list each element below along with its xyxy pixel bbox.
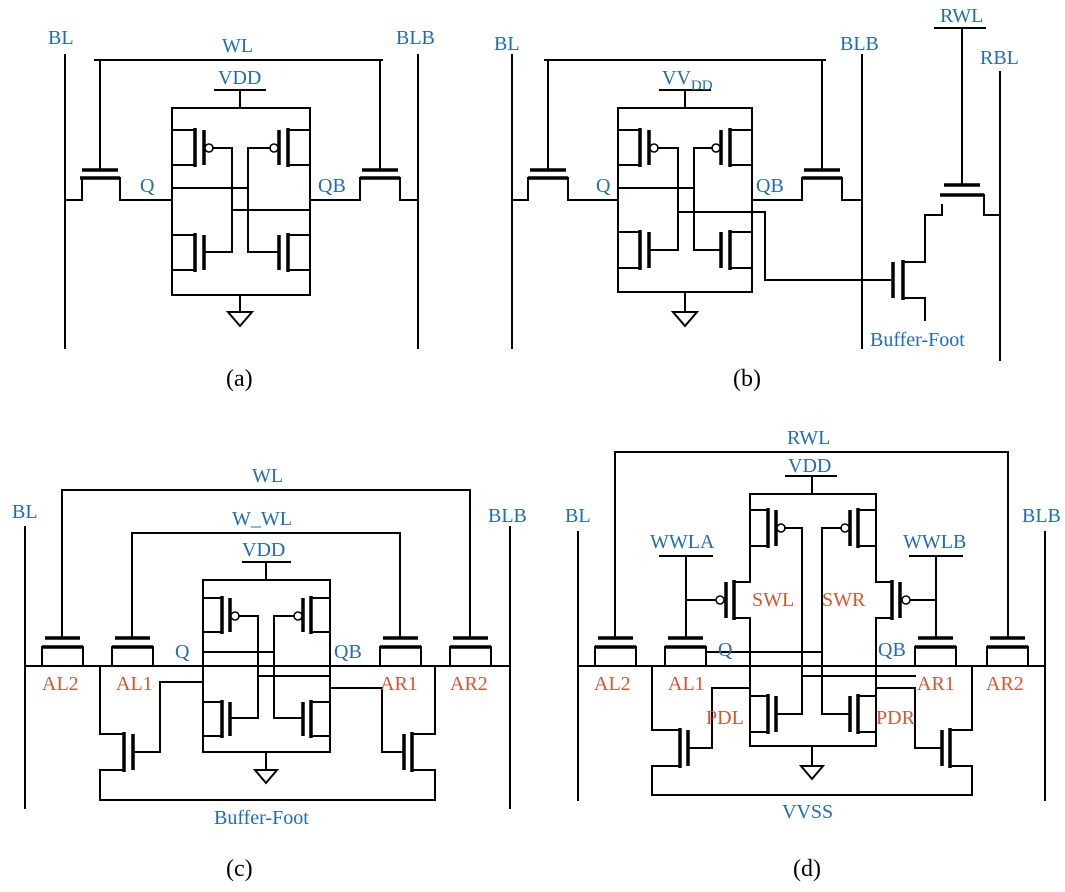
d-q-label: Q <box>718 639 733 661</box>
d-ground-icon <box>798 765 826 781</box>
c-ground-icon <box>252 769 280 785</box>
d-pdl-label: PDL <box>706 707 744 729</box>
b-rbl-label: RBL <box>980 47 1019 69</box>
a-blb-label: BLB <box>396 27 435 49</box>
d-blb-label: BLB <box>1022 505 1061 527</box>
a-qb-label: QB <box>318 175 346 197</box>
b-ground-icon <box>670 311 700 328</box>
d-al2-label: AL2 <box>594 673 631 695</box>
d-rwl-label: RWL <box>787 427 830 449</box>
d-ar2-label: AR2 <box>986 673 1024 695</box>
d-bl-label: BL <box>565 505 591 527</box>
panel-d: RWL VDD BL BLB WWLA WWLB SWL SWR Q QB AL… <box>565 427 1061 882</box>
b-qb-label: QB <box>756 175 784 197</box>
a-ground-icon <box>225 311 255 328</box>
d-vvss-wire <box>651 765 973 796</box>
b-q-label: Q <box>596 175 611 197</box>
c-blb-label: BLB <box>488 505 527 527</box>
b-blb-label: BLB <box>840 33 879 55</box>
c-wwl-wire <box>131 532 401 637</box>
c-al2-label: AL2 <box>42 673 79 695</box>
c-buffer-foot-wire <box>99 769 436 801</box>
c-q-label: Q <box>175 641 190 663</box>
a-wl-label: WL <box>222 35 253 57</box>
panel-b: BL VVDD BLB RWL RBL Q QB Buffer-Foot (b) <box>494 5 1019 392</box>
b-bl-label: BL <box>494 33 520 55</box>
a-q-label: Q <box>140 175 155 197</box>
c-bl-label: BL <box>12 501 38 523</box>
b-rwl-label: RWL <box>940 5 983 27</box>
d-ar1-label: AR1 <box>917 673 955 695</box>
d-swr-label: SWR <box>822 589 866 611</box>
b-buffer-foot-label: Buffer-Foot <box>870 329 965 351</box>
c-vdd-label: VDD <box>242 539 285 561</box>
a-vdd-label: VDD <box>218 67 261 89</box>
d-caption: (d) <box>793 856 821 882</box>
c-wl-wire <box>61 489 471 637</box>
d-qb-label: QB <box>878 639 906 661</box>
c-ar1-label: AR1 <box>380 673 418 695</box>
d-rwl-wire <box>614 451 1009 637</box>
c-wwl-label: W_WL <box>232 508 292 530</box>
c-qb-label: QB <box>334 641 362 663</box>
d-wwla-label: WWLA <box>650 531 715 553</box>
panel-c: BL WL W_WL VDD BLB Q QB AL2 AL1 AR1 AR2 … <box>12 465 527 882</box>
c-buffer-foot-label: Buffer-Foot <box>214 807 309 829</box>
c-ar2-label: AR2 <box>450 673 488 695</box>
d-al1-label: AL1 <box>668 673 705 695</box>
c-wl-label: WL <box>252 465 283 487</box>
panel-a: BL WL BLB VDD Q QB (a) <box>48 27 435 392</box>
c-caption: (c) <box>226 856 253 882</box>
c-al1-label: AL1 <box>116 673 153 695</box>
a-caption: (a) <box>226 366 253 392</box>
d-swl-label: SWL <box>752 589 794 611</box>
d-wwlb-label: WWLB <box>903 531 966 553</box>
d-vvss-label: VVSS <box>782 801 833 823</box>
d-vdd-label: VDD <box>788 455 831 477</box>
b-caption: (b) <box>733 366 761 392</box>
d-pdr-label: PDR <box>876 707 916 729</box>
a-bl-label: BL <box>48 27 74 49</box>
b-vdd-label: VVDD <box>662 67 713 94</box>
